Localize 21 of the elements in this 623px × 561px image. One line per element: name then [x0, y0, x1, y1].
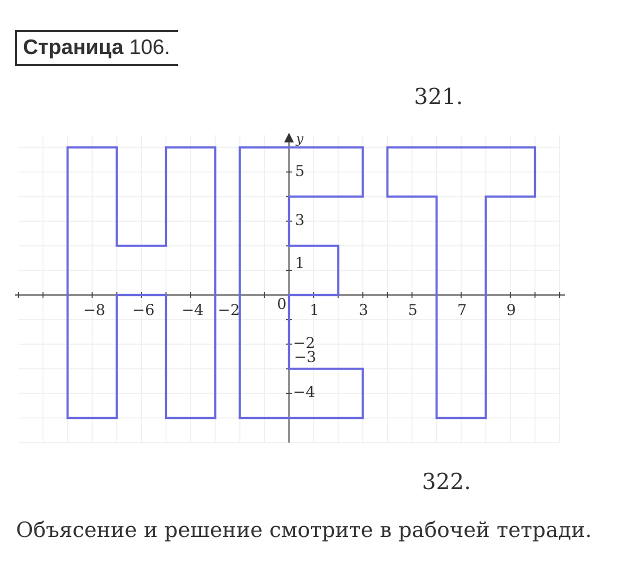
- tick-label: −2: [218, 303, 240, 318]
- tick-label: −3: [294, 350, 316, 365]
- tick-label: 3: [295, 213, 305, 228]
- axis-label: y: [296, 132, 304, 146]
- tick-label: 5: [295, 164, 305, 179]
- page-heading: Страница 106.: [15, 30, 178, 66]
- tick-label: 0: [277, 297, 287, 312]
- tick-label: −8: [83, 303, 106, 318]
- exercise-number: 321.: [414, 87, 463, 109]
- tick-label: −2: [293, 336, 316, 352]
- tick-label: −4: [293, 385, 316, 400]
- tick-label: −6: [132, 303, 155, 318]
- tick-label: −4: [182, 303, 204, 318]
- exercise-number: 322.: [422, 472, 471, 494]
- note-text: Объясение и решение смотрите в рабочей тетради.: [16, 520, 592, 541]
- tick-label: 1: [310, 303, 320, 318]
- tick-label: 5: [408, 303, 418, 318]
- tick-label: 1: [295, 256, 305, 272]
- tick-label: 7: [457, 303, 467, 318]
- tick-label: 3: [358, 303, 368, 318]
- tick-label: 9: [506, 303, 516, 318]
